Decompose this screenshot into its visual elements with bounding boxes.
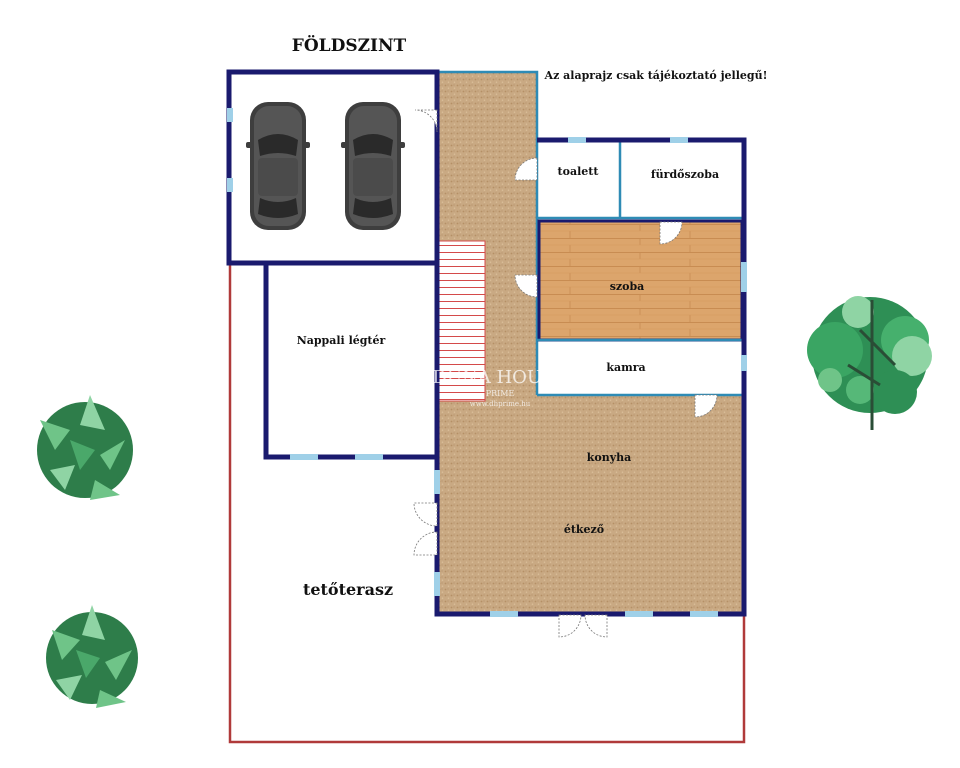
door-terrace-bottom-b	[584, 614, 608, 638]
watermark-url: www.dhprime.hu	[470, 400, 531, 408]
plant-left-bottom-icon	[46, 605, 138, 708]
door-terrace-bottom-a	[558, 614, 582, 638]
wood-floor-szoba	[540, 222, 742, 339]
room-label-kamra: kamra	[606, 361, 645, 374]
door-garage	[414, 109, 438, 133]
stairs	[437, 240, 486, 402]
watermark-brand: DUNA HOUSE	[432, 367, 567, 388]
plant-right-icon	[807, 296, 932, 430]
room-label-terasz: tetőterasz	[303, 580, 393, 599]
garage-walls	[226, 69, 440, 266]
door-szoba	[659, 221, 683, 245]
room-label-szoba: szoba	[610, 280, 645, 293]
room-label-konyha: konyha	[587, 451, 631, 464]
doors	[413, 109, 718, 638]
door-hall	[514, 274, 538, 298]
room-label-toalett: toalett	[558, 165, 600, 178]
windows	[227, 108, 747, 617]
floor-areas	[437, 72, 742, 614]
room-label-etkezo: étkező	[564, 523, 604, 536]
door-kamra	[694, 394, 718, 418]
door-terrace-left-b	[413, 531, 438, 556]
room-label-furdoszoba: fürdőszoba	[651, 168, 719, 181]
floor-title: FÖLDSZINT	[292, 35, 407, 56]
car-right-icon	[341, 102, 405, 230]
room-label-nappali: Nappali légtér	[297, 334, 386, 347]
door-toalett	[514, 157, 538, 181]
tile-floor	[438, 72, 742, 614]
disclaimer-note: Az alaprajz csak tájékoztató jellegű!	[544, 69, 768, 82]
living-void-walls	[263, 263, 437, 460]
door-terrace-left-a	[413, 502, 438, 527]
car-left-icon	[246, 102, 310, 230]
plant-left-top-icon	[37, 395, 133, 500]
watermark-sub: PRIME	[486, 389, 515, 398]
watermark: DUNA HOUSE PRIME www.dhprime.hu	[432, 367, 567, 408]
terrace-outline	[228, 264, 746, 744]
